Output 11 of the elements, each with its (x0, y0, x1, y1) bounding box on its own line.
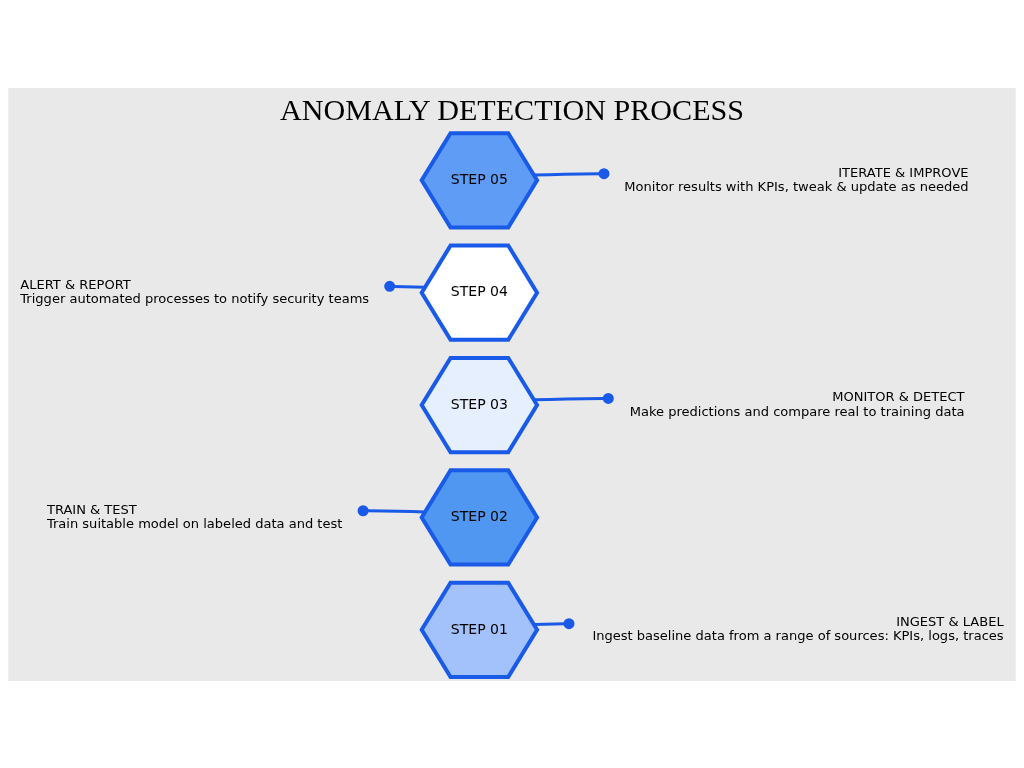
connector (534, 617, 575, 629)
connector (534, 392, 614, 404)
node-text: TRAIN & TEST Train suitable model on labeled data and test (46, 501, 343, 531)
connector (384, 280, 425, 292)
diagram-title: ANOMALY DETECTION PROCESS (279, 92, 745, 127)
connector (534, 167, 610, 179)
node-text: MONITOR & DETECT Make predictions and compare real to training data (629, 388, 965, 418)
connector (357, 504, 425, 516)
node-text: ALERT & REPORT Trigger automated processes to notify security teams (20, 276, 370, 306)
node-text: ITERATE & IMPROVE Monitor results with KPIs, tweak & update as needed (624, 164, 969, 194)
node-text: INGEST & LABEL Ingest baseline data from a range of sources: KPIs, logs, traces (592, 613, 1004, 643)
